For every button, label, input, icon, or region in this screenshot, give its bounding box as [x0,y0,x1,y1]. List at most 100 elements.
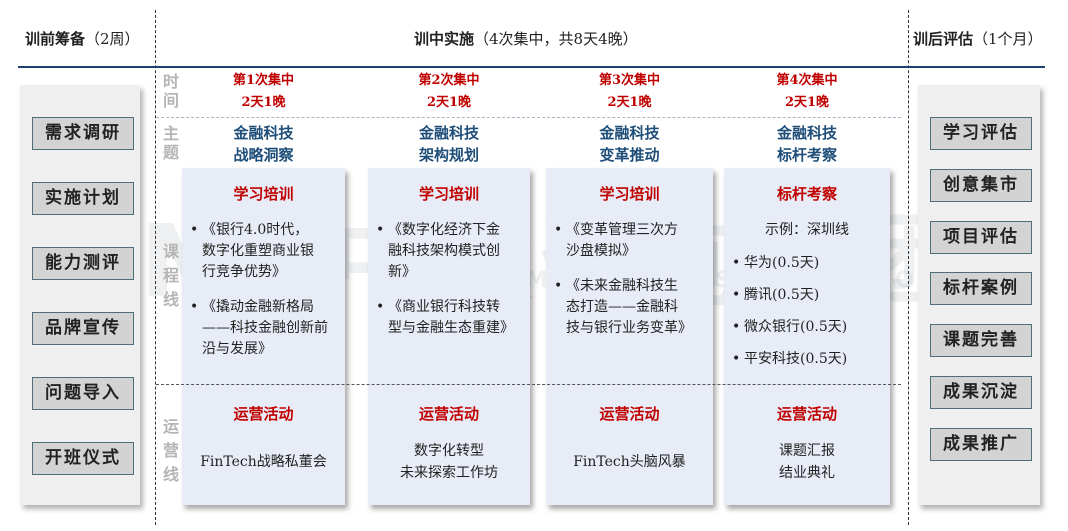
time-line: 第1次集中 [232,73,295,88]
ops-line: FinTech头脑风暴 [573,454,686,470]
course-content: •《变革管理三次方沙盘模拟》 •《未来金融科技生态打造——金融科技与银行业务变革》 [546,220,713,353]
post-item-button[interactable]: 成果推广 [930,427,1032,461]
example-label: 示例：深圳线 [765,222,849,238]
time-label: 第4次集中 2天1晚 [747,70,867,114]
course-item-line: 《银行4.0时代， [202,222,309,238]
session-box: 学习培训 •《变革管理三次方沙盘模拟》 •《未来金融科技生态打造——金融科技与银行业… [546,168,713,505]
bullet-icon: • [190,299,199,315]
course-item-line: 融科技架构模式创 [388,243,500,259]
course-item-line: 沿与发展》 [202,341,272,357]
post-item-button[interactable]: 标杆案例 [930,272,1032,306]
time-line: 第3次集中 [598,73,661,88]
divider-right [908,10,909,525]
bullet-icon: • [554,278,563,294]
theme-line: 标杆考察 [776,146,837,164]
divider-course-ops [156,384,901,385]
time-label: 第1次集中 2天1晚 [204,70,324,114]
post-item-button[interactable]: 成果沉淀 [930,376,1032,409]
ops-title: 运营活动 [233,405,294,423]
course-content: 示例：深圳线•华为(0.5天)•腾讯(0.5天)•微众银行(0.5天)•平安科技… [724,220,890,381]
bullet-icon: • [554,222,563,238]
course-item-line: 型与金融生态重建》 [388,320,514,336]
bullet-icon: • [732,351,741,367]
header-pre: 训前筹备（2周） [25,28,140,49]
ops-title: 运营活动 [418,405,479,423]
divider-time-theme [156,117,901,118]
course-item: •《数字化经济下金融科技架构模式创新》 [374,220,524,283]
header-pre-title: 训前筹备 [25,30,86,48]
visit-label: 微众银行(0.5天) [744,319,848,335]
row-label-time: 时间 [162,72,179,110]
course-item-line: 行竞争优势》 [202,264,286,280]
theme-line: 金融科技 [776,124,837,142]
visit-item: •华为(0.5天) [730,253,884,274]
post-item-button[interactable]: 创意集市 [930,168,1032,202]
header-mid-title: 训中实施 [414,30,475,48]
visit-label: 华为(0.5天) [744,255,820,271]
course-item-line: 新》 [388,264,416,280]
time-line: 第2次集中 [418,73,480,88]
course-content: •《银行4.0时代，数字化重塑商业银行竞争优势》•《撬动金融新格局——科技金融创… [182,220,345,374]
course-item-line: 《撬动金融新格局 [202,299,314,315]
header-post-title: 训后评估 [913,30,974,48]
ops-content: 数字化转型未来探索工作坊 [368,440,530,484]
visit-label: 平安科技(0.5天) [744,351,848,367]
theme-line: 金融科技 [418,124,479,142]
theme-label: 金融科技变革推动 [570,122,690,166]
session-box: 标杆考察示例：深圳线•华为(0.5天)•腾讯(0.5天)•微众银行(0.5天)•… [724,168,890,505]
course-item-line: 《未来金融科技生 [566,278,678,294]
ops-title: 运营活动 [599,405,660,423]
course-item: •《变革管理三次方沙盘模拟》 [552,220,707,262]
ops-title: 运营活动 [776,405,837,423]
course-title: 学习培训 [599,185,660,203]
theme-line: 变革推动 [599,146,660,164]
ops-line: FinTech战略私董会 [200,454,327,470]
bullet-icon: • [732,255,741,271]
ops-content: FinTech战略私董会 [182,451,345,473]
ops-line: 未来探索工作坊 [400,465,498,481]
ops-content: 课题汇报结业典礼 [724,440,890,484]
post-item-button[interactable]: 项目评估 [930,220,1032,254]
post-item-button[interactable]: 课题完善 [930,324,1032,358]
course-item: •《撬动金融新格局 ——科技金融创新前沿与发展》 [188,297,339,360]
bullet-icon: • [732,319,741,335]
theme-line: 金融科技 [599,124,660,142]
course-item-line: 技与银行业务变革》 [566,320,692,336]
session-box: 学习培训•《银行4.0时代，数字化重塑商业银行竞争优势》•《撬动金融新格局——科… [182,168,345,505]
course-item: •《商业银行科技转型与金融生态重建》 [374,297,524,339]
course-title: 标杆考察 [776,185,837,203]
ops-line: 课题汇报 [779,443,835,459]
time-line: 2天1晚 [607,95,652,110]
course-item-line: 《商业银行科技转 [388,299,500,315]
ops-line: 结业典礼 [779,465,835,481]
pre-panel: 需求调研实施计划能力测评品牌宣传问题导入开班仪式 [20,85,140,505]
course-title: 学习培训 [418,185,479,203]
pre-item-button[interactable]: 问题导入 [32,377,134,410]
header-mid: 训中实施（4次集中，共8天4晚） [414,28,638,49]
pre-item-button[interactable]: 开班仪式 [32,442,134,475]
bullet-icon: • [190,222,199,238]
visit-label: 腾讯(0.5天) [744,287,820,303]
course-item-line: ——科技金融创新前 [202,320,328,336]
course-item: •《未来金融科技生态打造——金融科技与银行业务变革》 [552,276,707,339]
time-line: 第4次集中 [776,73,838,88]
pre-item-button[interactable]: 品牌宣传 [32,312,134,345]
visit-item: •微众银行(0.5天) [730,317,884,338]
course-item: •《银行4.0时代，数字化重塑商业银行竞争优势》 [188,220,339,283]
visit-item: •平安科技(0.5天) [730,349,884,370]
session-box: 学习培训•《数字化经济下金融科技架构模式创新》•《商业银行科技转型与金融生态重建… [368,168,530,505]
header-post-duration: （1个月） [973,30,1043,48]
pre-item-button[interactable]: 需求调研 [32,117,134,150]
pre-item-button[interactable]: 实施计划 [32,182,134,215]
bullet-icon: • [376,222,385,238]
header-post: 训后评估（1个月） [913,28,1043,49]
row-label-theme: 主题 [162,124,179,162]
theme-line: 金融科技 [233,124,294,142]
post-item-button[interactable]: 学习评估 [930,117,1032,150]
time-line: 2天1晚 [784,95,830,110]
time-line: 2天1晚 [241,95,286,110]
pre-item-button[interactable]: 能力测评 [32,247,134,280]
header-pre-duration: （2周） [85,30,140,48]
theme-line: 战略洞察 [233,146,294,164]
